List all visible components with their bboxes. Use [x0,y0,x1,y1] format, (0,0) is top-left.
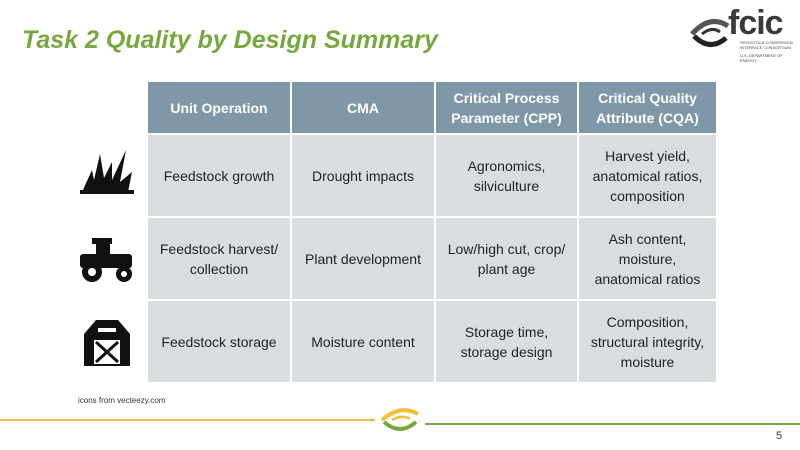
logo-text: fcic [728,4,784,42]
cell-cma: Drought impacts [291,133,436,217]
cell-cpp: Storage time, storage design [435,299,579,382]
slide-title: Task 2 Quality by Design Summary [22,26,438,54]
qbd-summary-table: Unit Operation CMA Critical Process Para… [148,82,716,382]
cell-cqa: Composition, structural integrity, moist… [578,299,716,382]
cell-cpp: Agronomics, silviculture [435,133,579,217]
logo-subtitle: FEEDSTOCK-CONVERSION INTERFACE CONSORTIU… [740,40,793,50]
footer-line-green [425,423,800,425]
cell-unit-operation: Feedstock storage [148,299,292,382]
cell-cma: Moisture content [291,299,436,382]
table-row: Feedstock storage Moisture content Stora… [148,299,716,382]
table-row: Feedstock growth Drought impacts Agronom… [148,133,716,217]
header-unit-operation: Unit Operation [148,82,292,134]
barn-icon [84,320,130,366]
tractor-icon [80,238,132,282]
cell-unit-operation: Feedstock growth [148,133,292,217]
cell-cqa: Harvest yield, anatomical ratios, compos… [578,133,716,217]
logo-org: U.S. DEPARTMENT OF ENERGY [740,53,783,63]
header-cqa: Critical Quality Attribute (CQA) [578,82,716,134]
eye-logo-icon [690,19,730,47]
cell-cqa: Ash content, moisture, anatomical ratios [578,216,716,300]
page-number: 5 [776,430,783,442]
footer-eye-logo-icon [380,408,419,431]
grass-icon [80,150,134,194]
cell-cpp: Low/high cut, crop/ plant age [435,216,579,300]
footer-line-yellow [0,419,375,421]
header-cpp: Critical Process Parameter (CPP) [435,82,579,134]
table-header-row: Unit Operation CMA Critical Process Para… [148,82,716,134]
fcic-logo: fcic FEEDSTOCK-CONVERSION INTERFACE CONS… [690,4,798,63]
cell-unit-operation: Feedstock harvest/ collection [148,216,292,300]
table-row: Feedstock harvest/ collection Plant deve… [148,216,716,300]
cell-cma: Plant development [291,216,436,300]
icon-credit: icons from vecteezy.com [78,396,166,405]
header-cma: CMA [291,82,436,134]
